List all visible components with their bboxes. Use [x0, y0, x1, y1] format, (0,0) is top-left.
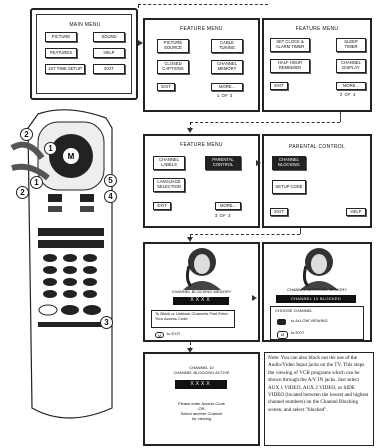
main-menu-tv: MAIN MENU PICTURE SOUND FEATURES HELP 1S… — [30, 8, 138, 100]
person-photo — [183, 248, 221, 290]
parental-control-title: PARENTAL CONTROL — [288, 144, 346, 150]
main-menu-features[interactable]: FEATURES — [45, 48, 77, 58]
feature-menu-3-title: FEATURE MENU — [180, 142, 223, 148]
connector-line — [190, 122, 191, 130]
connector-line — [300, 228, 301, 234]
tv-bezel-inner: MAIN MENU PICTURE SOUND FEATURES HELP 1S… — [36, 14, 132, 94]
feature-menu-1-title: FEATURE MENU — [180, 26, 223, 32]
channel-memory-button[interactable]: CHANNEL MEMORY — [211, 60, 243, 74]
connector-line — [190, 234, 300, 235]
picture-source-button[interactable]: PICTURE SOURCE — [157, 39, 189, 53]
blocking-title: CHANNEL BLOCKING MEMORY — [287, 287, 347, 292]
page-indicator: 3 OF 3 — [215, 213, 231, 218]
set-clock-button[interactable]: SET CLOCK & ALARM TIMER — [270, 38, 310, 52]
page-indicator: 1 OF 3 — [217, 93, 233, 98]
exit-key-label: M — [280, 332, 285, 337]
parental-control-button[interactable]: PARENTAL CONTROL — [205, 156, 241, 170]
or-label: -OR- — [197, 406, 206, 411]
note-text: Note: You can also block out the use of … — [268, 355, 369, 413]
blocking-title: CHANNEL BLOCKING MEMORY — [171, 289, 232, 294]
feature-menu-2-title: FEATURE MENU — [295, 26, 339, 32]
connector-line — [340, 112, 341, 122]
connector-line — [138, 4, 139, 8]
select-channel-label: Select another Channel — [180, 411, 223, 416]
feature-menu-3: FEATURE MENU CHANNEL LABELS PARENTAL CON… — [143, 134, 260, 228]
blocked-channel-screen: CHANNEL 10 CHANNEL BLOCKING ACTIVE XXXX … — [143, 352, 260, 446]
exit-key-icon[interactable]: M — [155, 332, 164, 338]
exit-label: to EXIT — [167, 331, 181, 336]
more-button[interactable]: MORE... — [211, 83, 243, 91]
blocking-active-label: CHANNEL BLOCKING ACTIVE — [173, 370, 230, 375]
main-menu-picture[interactable]: PICTURE — [45, 32, 77, 42]
exit-button[interactable]: EXIT — [157, 83, 175, 91]
channel-blocking-button[interactable]: CHANNEL BLOCKING — [272, 156, 306, 170]
blocked-status: CHANNEL 10 BLOCKED — [276, 295, 356, 303]
step-2-marker: 2 — [20, 128, 33, 141]
channel-blocking-screen-b: CHANNEL BLOCKING MEMORY CHANNEL 10 BLOCK… — [262, 242, 372, 342]
arrow-icon — [187, 237, 193, 242]
arrow-icon — [138, 40, 143, 46]
feature-menu-1: FEATURE MENU PICTURE SOURCE CABLE TUNING… — [143, 18, 260, 112]
svg-text:M: M — [68, 152, 75, 161]
step-3-marker: 3 — [100, 316, 113, 329]
connector-line — [190, 342, 191, 350]
cable-tuning-button[interactable]: CABLE TUNING — [211, 39, 243, 53]
instruction-text: To Block or Unblock Channels First Enter… — [155, 311, 228, 321]
language-selection-button[interactable]: LANGUAGE SELECTION — [153, 178, 185, 192]
half-hour-reminder-button[interactable]: HALF HOUR REMINDER — [270, 59, 310, 73]
allow-label: to ALLOW VIEWING — [291, 318, 328, 323]
exit-button[interactable]: EXIT — [270, 208, 288, 216]
sleep-timer-button[interactable]: SLEEP TIMER — [336, 38, 366, 52]
choose-box: CHOOSE CHANNEL to ALLOW VIEWING M to EXI… — [270, 306, 364, 340]
channel-labels-button[interactable]: CHANNEL LABELS — [153, 156, 185, 170]
connector-line — [190, 122, 340, 123]
for-viewing-label: for viewing — [191, 416, 212, 421]
instruction-box: To Block or Unblock Channels First Enter… — [151, 310, 235, 328]
main-menu-help[interactable]: HELP — [93, 48, 125, 58]
blocked-channel-number: CHANNEL 10 — [189, 365, 214, 370]
connector-line — [190, 234, 191, 239]
connector-line — [138, 4, 268, 5]
person-photo — [300, 248, 338, 290]
exit-button[interactable]: EXIT — [270, 82, 288, 90]
arrow-icon — [187, 348, 193, 353]
enter-code-label: Please enter Access Code — [178, 401, 225, 406]
feature-menu-2: FEATURE MENU SET CLOCK & ALARM TIMER SLE… — [262, 18, 372, 112]
choose-channel-label: CHOOSE CHANNEL — [275, 308, 313, 313]
exit-key-label: M — [157, 333, 162, 338]
setup-code-button[interactable]: SETUP CODE — [272, 180, 306, 194]
step-5-marker: 5 — [104, 174, 117, 187]
more-button[interactable]: MORE... — [336, 82, 366, 90]
access-code-field[interactable]: XXXX — [175, 380, 227, 389]
page-indicator: 2 OF 3 — [340, 92, 356, 97]
exit-button[interactable]: EXIT — [153, 202, 171, 210]
arrow-icon — [252, 295, 257, 301]
step-4-marker: 4 — [104, 190, 117, 203]
channel-display-button[interactable]: CHANNEL DISPLAY — [336, 59, 366, 73]
step-2-marker: 2 — [16, 186, 29, 199]
step-1-marker: 1 — [44, 142, 57, 155]
main-menu-sound[interactable]: SOUND — [93, 32, 125, 42]
main-menu-exit[interactable]: EXIT — [93, 64, 125, 74]
parental-control-menu: PARENTAL CONTROL CHANNEL BLOCKING SETUP … — [262, 134, 372, 228]
arrow-icon — [256, 160, 261, 166]
step-1-marker: 1 — [30, 176, 43, 189]
exit-key-icon[interactable]: M — [277, 331, 288, 339]
remote-control: M — [10, 109, 113, 419]
more-button[interactable]: MORE... — [215, 202, 241, 210]
channel-blocking-screen-a: CHANNEL BLOCKING MEMORY XXXX To Block or… — [143, 242, 260, 342]
access-code-field[interactable]: XXXX — [173, 297, 229, 305]
help-button[interactable]: HELP — [346, 208, 366, 216]
note-box: Note: You can also block out the use of … — [264, 352, 374, 446]
arrow-icon — [187, 128, 193, 133]
allow-key-icon[interactable] — [277, 319, 286, 325]
main-menu-title: MAIN MENU — [69, 22, 101, 28]
exit-label: to EXIT — [291, 330, 305, 335]
closed-captions-button[interactable]: CLOSED CAPTIONS — [157, 60, 189, 74]
main-menu-first-time-setup[interactable]: 1ST TIME SETUP — [45, 64, 85, 74]
